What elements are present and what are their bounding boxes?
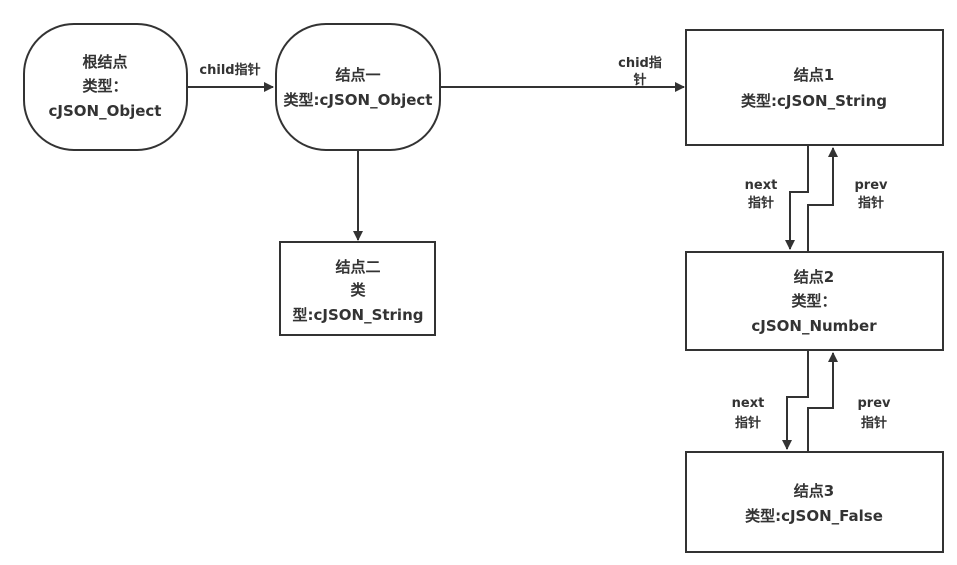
diagram-label: 类型： xyxy=(791,292,836,310)
diagram-label: 类型:cJSON_Object xyxy=(284,91,433,109)
diagram-label: 针 xyxy=(632,72,646,88)
diagram-label: 根结点 xyxy=(82,53,127,71)
diagram-label: 指针 xyxy=(735,415,761,431)
edge-next-2-to-3: next 指针 xyxy=(732,350,809,450)
diagram-label: cJSON_Object xyxy=(49,102,162,120)
edge-prev-3-to-2: prev 指针 xyxy=(807,352,891,452)
diagram-label: 指针 xyxy=(858,195,884,211)
node-1: 结点1 类型:cJSON_String xyxy=(685,29,944,146)
edge-root-to-node-one: child指针 xyxy=(187,62,274,92)
node-2: 结点2 类型： cJSON_Number xyxy=(685,251,944,351)
node-3: 结点3 类型:cJSON_False xyxy=(685,451,944,553)
diagram-label: 类 xyxy=(350,281,366,299)
diagram-label: 结点3 xyxy=(794,482,834,500)
edge-prev-2-to-1: prev 指针 xyxy=(807,147,888,252)
diagram-label: 结点一 xyxy=(335,66,380,84)
diagram-label: 指针 xyxy=(861,415,887,431)
edge-next-1-to-2: next 指针 xyxy=(745,145,809,250)
node-two: 结点二 类 型:cJSON_String xyxy=(279,241,436,336)
diagram-label: 指针 xyxy=(748,195,774,211)
diagram-label: next xyxy=(745,178,778,193)
diagram-label: 类型:cJSON_False xyxy=(745,507,883,525)
diagram-label: 类型:cJSON_String xyxy=(741,92,887,110)
diagram-label: next xyxy=(732,396,765,411)
diagram-label: 结点2 xyxy=(794,268,834,286)
diagram-label: child指针 xyxy=(199,62,260,78)
diagram-label: prev xyxy=(857,396,891,411)
node-one: 结点一 类型:cJSON_Object xyxy=(275,23,441,151)
diagram-label: 结点1 xyxy=(794,66,834,84)
node-root: 根结点 类型： cJSON_Object xyxy=(23,23,188,151)
diagram-label: 型:cJSON_String xyxy=(292,306,423,324)
diagram-label: chid指 xyxy=(618,55,662,71)
diagram-label: cJSON_Number xyxy=(751,317,877,335)
diagram-label: prev xyxy=(854,178,888,193)
diagram-label: 类型： xyxy=(82,77,127,95)
diagram-label: 结点二 xyxy=(335,258,380,276)
edge-node-one-to-node-1: chid指 针 xyxy=(440,55,685,92)
